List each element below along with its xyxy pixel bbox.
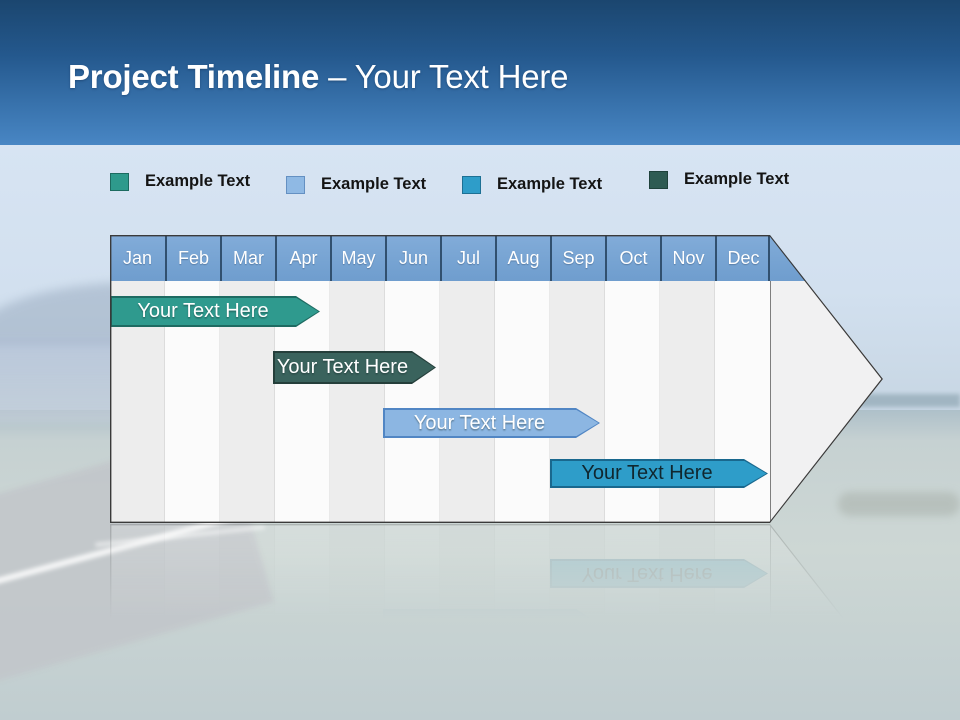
timeline-bar-fill-3: Your Text Here [385,410,599,437]
month-header-aug: Aug [495,235,550,281]
timeline-bar-1: Your Text Here [110,296,320,327]
month-header-dec: Dec [715,235,770,281]
slide-title: Project Timeline– Your Text Here [68,58,569,96]
month-header-oct: Oct [605,235,660,281]
timeline-column-aug [495,281,550,523]
month-header-jul: Jul [440,235,495,281]
month-header-may: May [330,235,385,281]
month-header-mar: Mar [220,235,275,281]
timeline-bar-label-4: Your Text Here [581,462,713,484]
timeline-bar-2: Your Text Here [273,351,436,384]
month-header-jan: Jan [122,247,153,268]
month-header-jun: Jun [385,235,440,281]
month-header-nov: Nov [660,235,715,281]
timeline-bar-fill-1: Your Text Here [112,298,319,326]
timeline-bar-label-2: Your Text Here [276,356,409,378]
timeline-column-may [330,281,385,523]
timeline-bar-fill-4: Your Text Here [552,461,767,487]
timeline-column-jul [440,281,495,523]
month-header-feb: Feb [165,235,220,281]
timeline-bar-4: Your Text Here [550,459,768,488]
month-header-apr: Apr [275,235,330,281]
title-suffix: – Your Text Here [328,58,569,95]
month-header-sep: Sep [550,235,605,281]
background-rocks [838,492,960,516]
timeline-bar-label-1: Your Text Here [137,300,269,322]
title-main: Project Timeline [68,58,320,95]
timeline-bar-3: Your Text Here [383,408,600,438]
background-sky-gradient [0,0,960,145]
timeline-bar-fill-2: Your Text Here [275,353,435,383]
background-horizon-band [858,394,960,407]
timeline-bar-label-3: Your Text Here [413,411,546,434]
timeline-column-jun [385,281,440,523]
